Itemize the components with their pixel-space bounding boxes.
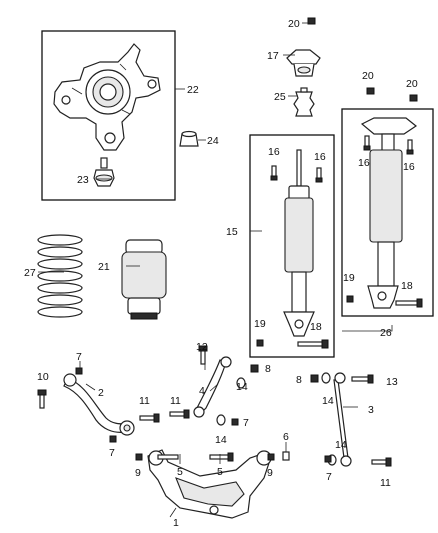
callout-9b: 9 <box>267 467 273 479</box>
callout-22: 22 <box>187 84 199 96</box>
coil-spring <box>37 234 83 318</box>
upper-control-arm <box>37 367 160 443</box>
callout-3: 3 <box>368 404 374 416</box>
shock-absorber-frame <box>249 134 335 358</box>
callout-4: 4 <box>199 385 205 397</box>
toe-link <box>169 345 259 426</box>
callout-24: 24 <box>207 135 219 147</box>
callout-19a: 19 <box>254 318 266 330</box>
callout-20c: 20 <box>406 78 418 90</box>
callout-26: 26 <box>380 327 392 339</box>
callout-13: 13 <box>386 376 398 388</box>
callout-16d: 16 <box>403 161 415 173</box>
callout-14d: 14 <box>335 439 347 451</box>
callout-8a: 8 <box>265 363 271 375</box>
air-spring <box>121 239 167 320</box>
air-strut-frame <box>341 108 434 317</box>
lower-control-arm <box>135 449 290 519</box>
callout-12: 12 <box>196 341 208 353</box>
callout-21: 21 <box>98 261 110 273</box>
callout-11b: 11 <box>170 395 181 407</box>
callout-20b: 20 <box>362 70 374 82</box>
callout-7a: 7 <box>76 351 82 363</box>
callout-16c: 16 <box>358 157 370 169</box>
callout-7c: 7 <box>243 417 249 429</box>
callout-14c: 14 <box>322 395 334 407</box>
callout-20a: 20 <box>288 18 300 30</box>
shock-absorber <box>256 149 329 349</box>
callout-7d: 7 <box>326 471 332 483</box>
callout-2: 2 <box>98 387 104 399</box>
callout-6: 6 <box>283 431 289 443</box>
callout-11c: 11 <box>380 477 391 489</box>
callout-18a: 18 <box>310 321 322 333</box>
callout-16a: 16 <box>268 146 280 158</box>
callout-15: 15 <box>226 226 238 238</box>
callout-19b: 19 <box>343 272 355 284</box>
steering-knuckle <box>53 43 161 151</box>
callout-10: 10 <box>37 371 49 383</box>
upper-mount <box>286 49 321 77</box>
callout-11a: 11 <box>139 395 150 407</box>
callout-14a: 14 <box>236 381 248 393</box>
air-strut <box>346 117 423 309</box>
callout-14b: 14 <box>215 434 227 446</box>
callout-labels: 1 2 3 4 5 5 6 7 7 7 7 8 8 9 9 10 11 11 1… <box>24 18 418 529</box>
callout-9a: 9 <box>135 467 141 479</box>
jounce-bumper <box>293 87 315 117</box>
lateral-link <box>310 372 392 467</box>
callout-18b: 18 <box>401 280 413 292</box>
bushing <box>179 130 199 147</box>
callout-7b: 7 <box>109 447 115 459</box>
callout-23: 23 <box>77 174 89 186</box>
leader-lines <box>38 22 393 518</box>
callout-8b: 8 <box>296 374 302 386</box>
ball-joint <box>93 157 115 187</box>
callout-1: 1 <box>173 517 179 529</box>
callout-27: 27 <box>24 267 36 279</box>
callout-25: 25 <box>274 91 286 103</box>
callout-16b: 16 <box>314 151 326 163</box>
knuckle-frame <box>41 30 176 201</box>
callout-17: 17 <box>267 50 279 62</box>
callout-5a: 5 <box>177 466 183 478</box>
nut-20 <box>307 17 418 102</box>
callout-5b: 5 <box>217 466 223 478</box>
